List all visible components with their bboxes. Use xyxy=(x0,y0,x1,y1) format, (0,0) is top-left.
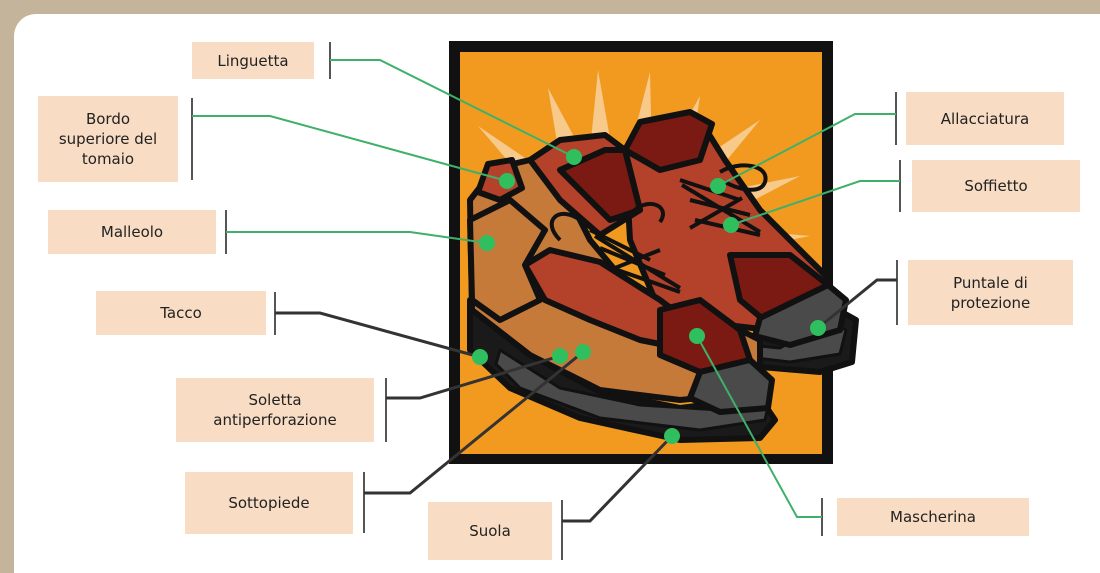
label-soffietto: Soffietto xyxy=(912,160,1080,212)
marker-dots xyxy=(472,149,826,444)
dot-tacco xyxy=(472,349,488,365)
leader-lines xyxy=(191,42,901,560)
label-linguetta: Linguetta xyxy=(192,42,314,79)
label-suola: Suola xyxy=(428,502,552,560)
dot-linguetta xyxy=(566,149,582,165)
label-bordo-superiore-tomaio: Bordo superiore del tomaio xyxy=(38,96,178,182)
dot-soletta xyxy=(552,348,568,364)
label-sottopiede: Sottopiede xyxy=(185,472,353,534)
label-mascherina: Mascherina xyxy=(837,498,1029,536)
dot-allacciatura xyxy=(710,178,726,194)
front-boot-laces xyxy=(549,202,682,294)
label-malleolo: Malleolo xyxy=(48,210,216,254)
dot-suola xyxy=(664,428,680,444)
front-boot xyxy=(467,132,778,443)
dot-sottopiede xyxy=(575,344,591,360)
dot-soffietto xyxy=(723,217,739,233)
dot-malleolo xyxy=(479,235,495,251)
label-tacco: Tacco xyxy=(96,291,266,335)
label-allacciatura: Allacciatura xyxy=(906,92,1064,145)
label-soletta-antiperforazione: Soletta antiperforazione xyxy=(176,378,374,442)
dot-mascherina xyxy=(689,328,705,344)
label-puntale-di-protezione: Puntale di protezione xyxy=(908,260,1073,325)
dot-puntale xyxy=(810,320,826,336)
dot-bordo xyxy=(499,173,515,189)
